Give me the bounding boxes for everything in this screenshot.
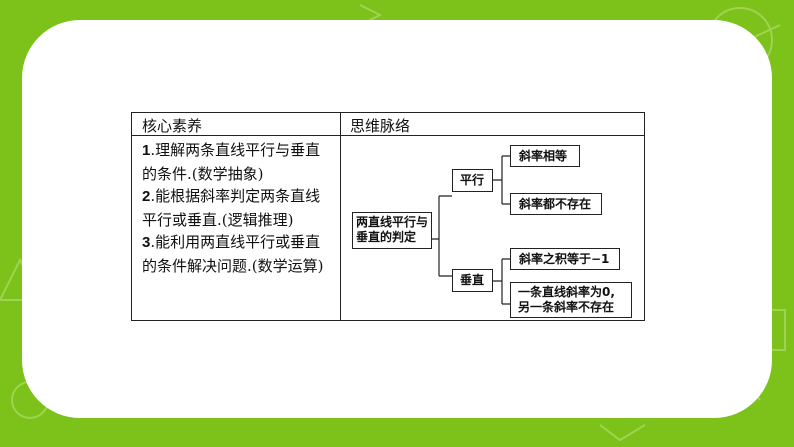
leaf-label: 斜率之积等于−1 (519, 252, 610, 266)
root-line-1: 两直线平行与 (356, 215, 429, 229)
branch-parallel-label: 平行 (460, 173, 485, 187)
leaf-equal-slopes: 斜率相等 (510, 145, 580, 167)
summary-table: 核心素养 思维脉络 1.理解两条直线平行与垂直的条件.(数学抽象) 2.能根据斜… (131, 112, 645, 321)
goal-item-2: 2.能根据斜率判定两条直线平行或垂直.(逻辑推理) (142, 185, 334, 231)
branch-perpendicular: 垂直 (452, 269, 493, 292)
leaf-line-2: 另一条斜率不存在 (518, 300, 615, 314)
mind-map-connectors (432, 155, 510, 305)
leaf-no-slopes: 斜率都不存在 (510, 193, 602, 215)
leaf-label: 斜率相等 (519, 149, 568, 163)
goal-number: 3 (142, 234, 151, 251)
branch-perpendicular-label: 垂直 (460, 273, 485, 287)
root-line-2: 垂直的判定 (356, 230, 417, 244)
mind-map: 两直线平行与 垂直的判定 平行 垂直 斜率相等 斜率都不存在 斜率之积等于−1 … (340, 136, 646, 322)
leaf-product-minus-one: 斜率之积等于−1 (510, 248, 620, 270)
branch-parallel: 平行 (452, 169, 493, 192)
col-header-core-literacy: 核心素养 (142, 117, 203, 135)
leaf-zero-and-undefined: 一条直线斜率为0, 另一条斜率不存在 (510, 282, 632, 318)
leaf-label: 斜率都不存在 (519, 197, 592, 211)
goal-item-1: 1.理解两条直线平行与垂直的条件.(数学抽象) (142, 139, 334, 185)
leaf-line-1: 一条直线斜率为0, (518, 285, 615, 299)
goal-text: .能根据斜率判定两条直线平行或垂直.(逻辑推理) (142, 187, 321, 229)
goal-number: 2 (142, 188, 151, 205)
goal-item-3: 3.能利用两直线平行或垂直的条件解决问题.(数学运算) (142, 231, 334, 277)
col-header-thinking-outline: 思维脉络 (350, 117, 411, 135)
goal-text: .能利用两直线平行或垂直的条件解决问题.(数学运算) (142, 233, 324, 275)
goal-number: 1 (142, 142, 151, 159)
goals-list: 1.理解两条直线平行与垂直的条件.(数学抽象) 2.能根据斜率判定两条直线平行或… (142, 139, 334, 277)
table-header-row (132, 113, 644, 136)
column-divider (340, 113, 341, 320)
goal-text: .理解两条直线平行与垂直的条件.(数学抽象) (142, 141, 321, 183)
mind-map-root: 两直线平行与 垂直的判定 (352, 212, 432, 249)
